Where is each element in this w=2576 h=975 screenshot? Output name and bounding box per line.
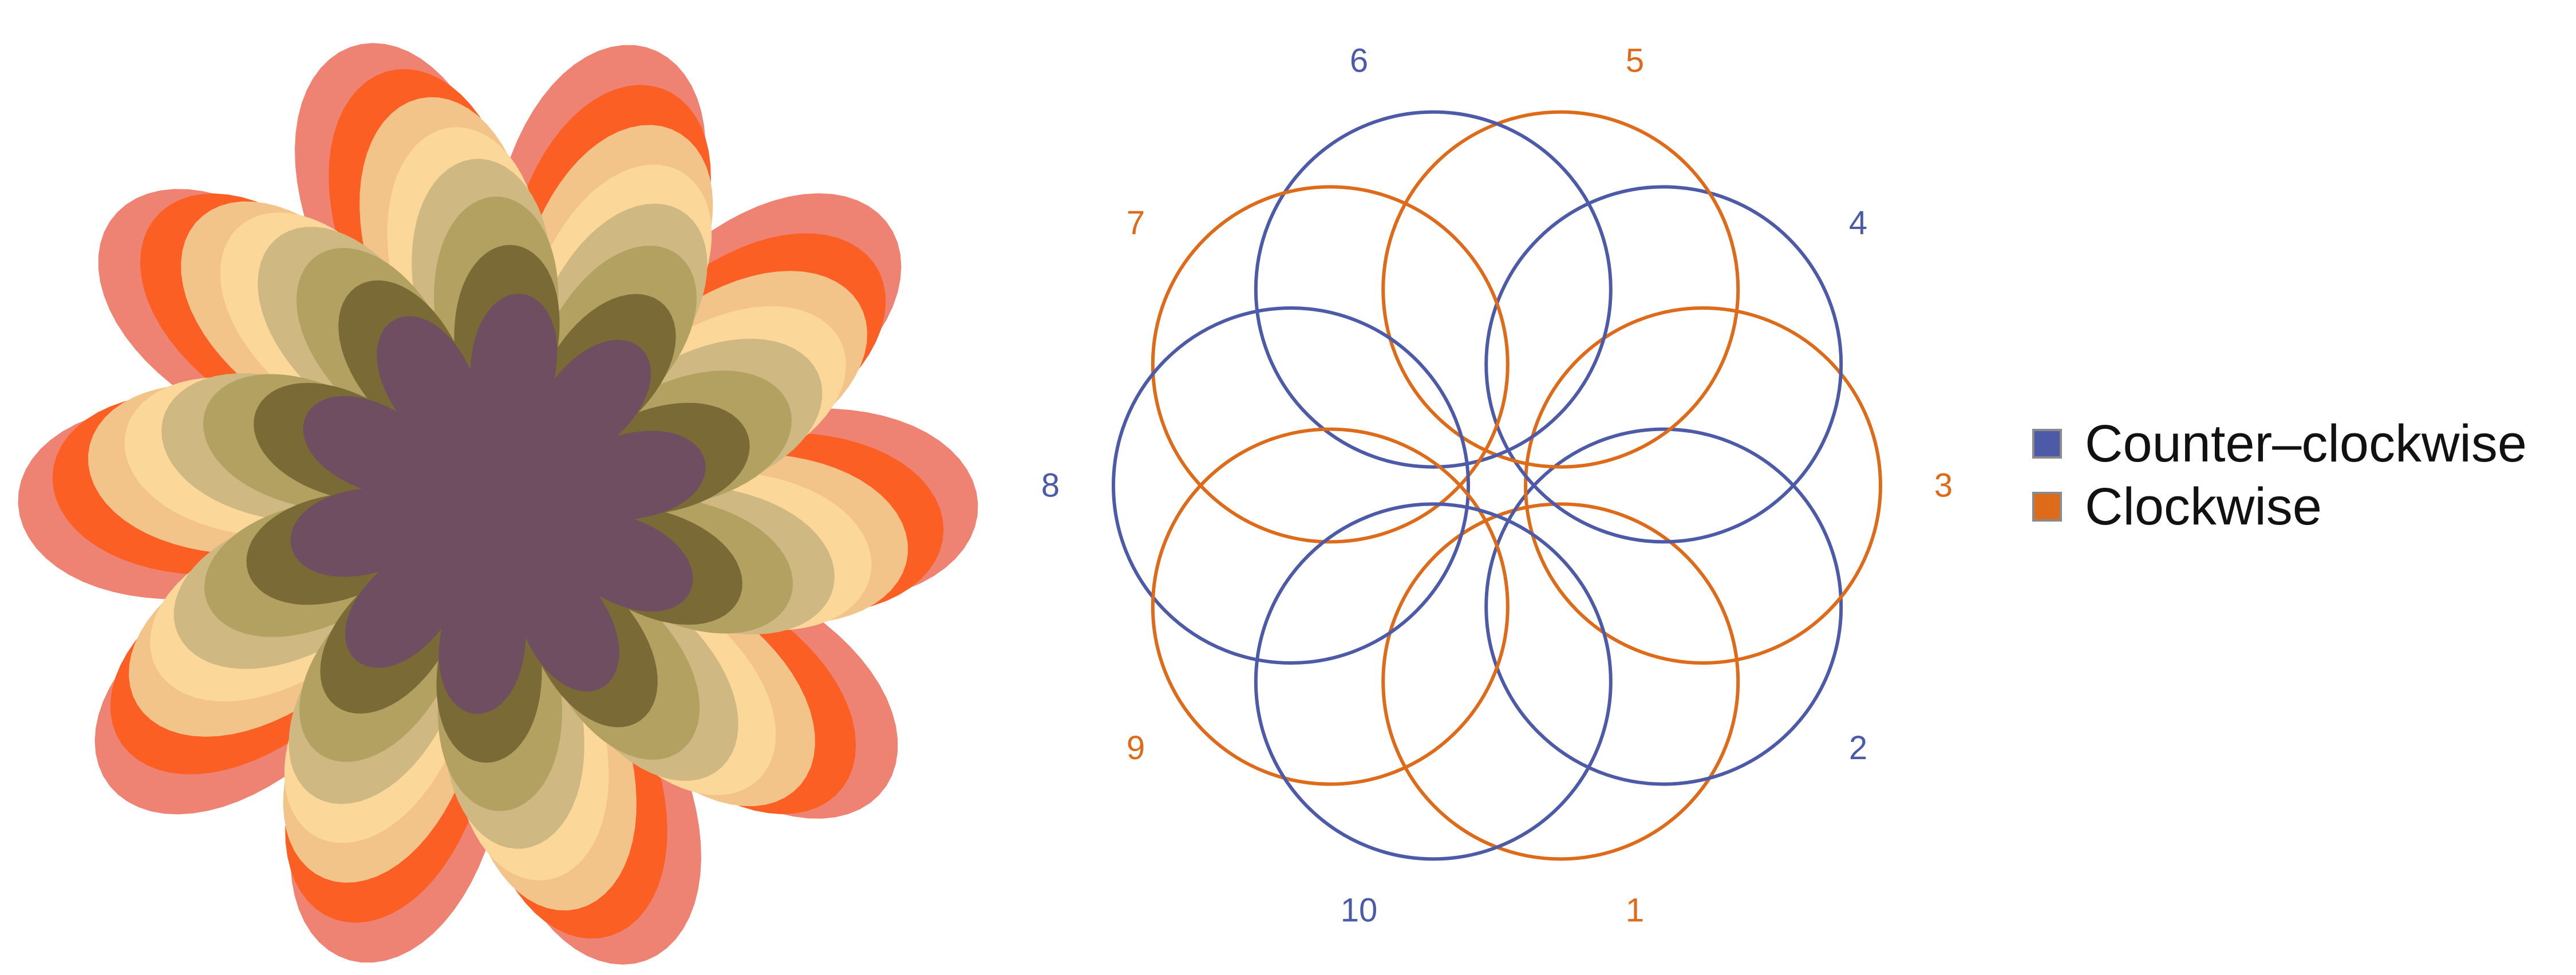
legend-item-clockwise: Clockwise: [2032, 475, 2527, 538]
circle-7: [1151, 185, 1510, 544]
flower-layer-8: [290, 294, 706, 714]
circle-label-1: 1: [1626, 891, 1644, 929]
legend: Counter–clockwise Clockwise: [2032, 412, 2527, 538]
circle-9: [1151, 427, 1510, 786]
circle-ring-diagram: [1112, 110, 1882, 861]
circle-6: [1254, 110, 1613, 469]
circle-1: [1381, 502, 1740, 861]
legend-swatch-clockwise: [2032, 492, 2062, 522]
circle-3: [1524, 306, 1882, 665]
legend-item-counter-clockwise: Counter–clockwise: [2032, 412, 2527, 475]
legend-label-clockwise: Clockwise: [2085, 477, 2322, 536]
circle-label-10: 10: [1341, 891, 1378, 929]
circle-8: [1112, 306, 1470, 665]
circle-number-labels: 1 2 3 4 5 6 7 8 9 10: [1041, 42, 1953, 929]
legend-label-counter-clockwise: Counter–clockwise: [2085, 414, 2527, 473]
circle-5: [1381, 110, 1740, 469]
circle-label-4: 4: [1849, 204, 1867, 242]
circle-label-9: 9: [1127, 729, 1145, 767]
legend-swatch-counter-clockwise: [2032, 429, 2062, 459]
circle-4: [1484, 185, 1843, 544]
circle-10: [1254, 502, 1613, 861]
circle-label-7: 7: [1127, 204, 1145, 242]
circle-2: [1484, 427, 1843, 786]
circle-label-8: 8: [1041, 467, 1060, 504]
circle-label-3: 3: [1934, 467, 1953, 504]
circle-label-2: 2: [1849, 729, 1867, 767]
circle-label-6: 6: [1350, 42, 1368, 80]
circle-label-5: 5: [1626, 42, 1644, 80]
marbled-flower-figure: [18, 43, 978, 965]
